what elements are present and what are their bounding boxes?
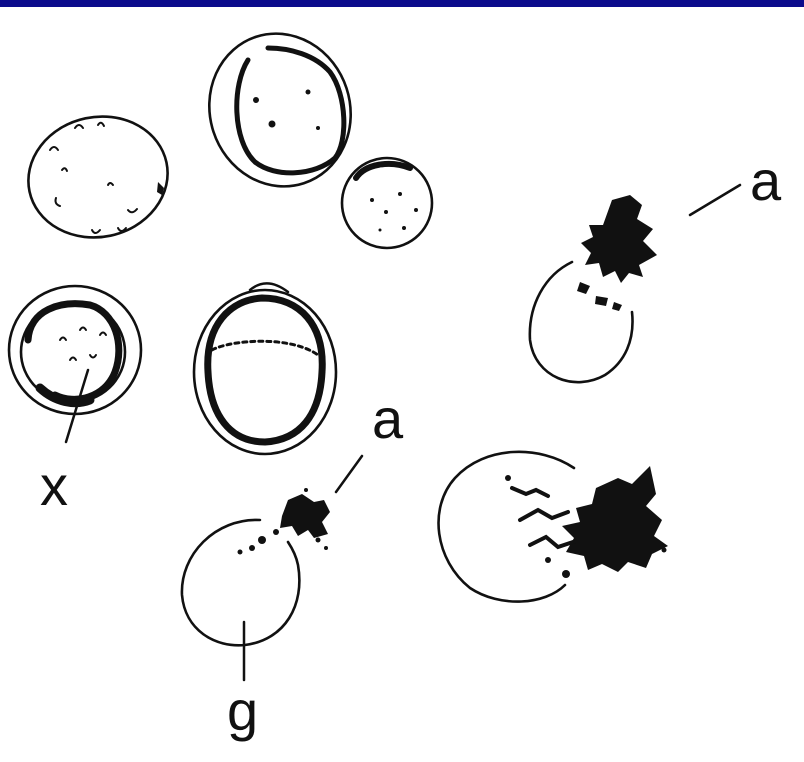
cell-x-ringed [9, 286, 141, 442]
cell-small-circle [342, 158, 432, 248]
cell-double-wall-oval [190, 15, 371, 205]
cell-double-wall-center [194, 283, 336, 454]
label-a-lower: a [372, 387, 404, 450]
label-a-upper: a [750, 149, 782, 212]
cell-ruptured-g [182, 456, 362, 680]
label-x: x [40, 454, 68, 517]
label-g: g [227, 679, 258, 742]
cell-plain-oval [17, 104, 179, 250]
cell-ruptured-upper [530, 185, 740, 382]
cell-ruptured-lower [439, 452, 668, 602]
